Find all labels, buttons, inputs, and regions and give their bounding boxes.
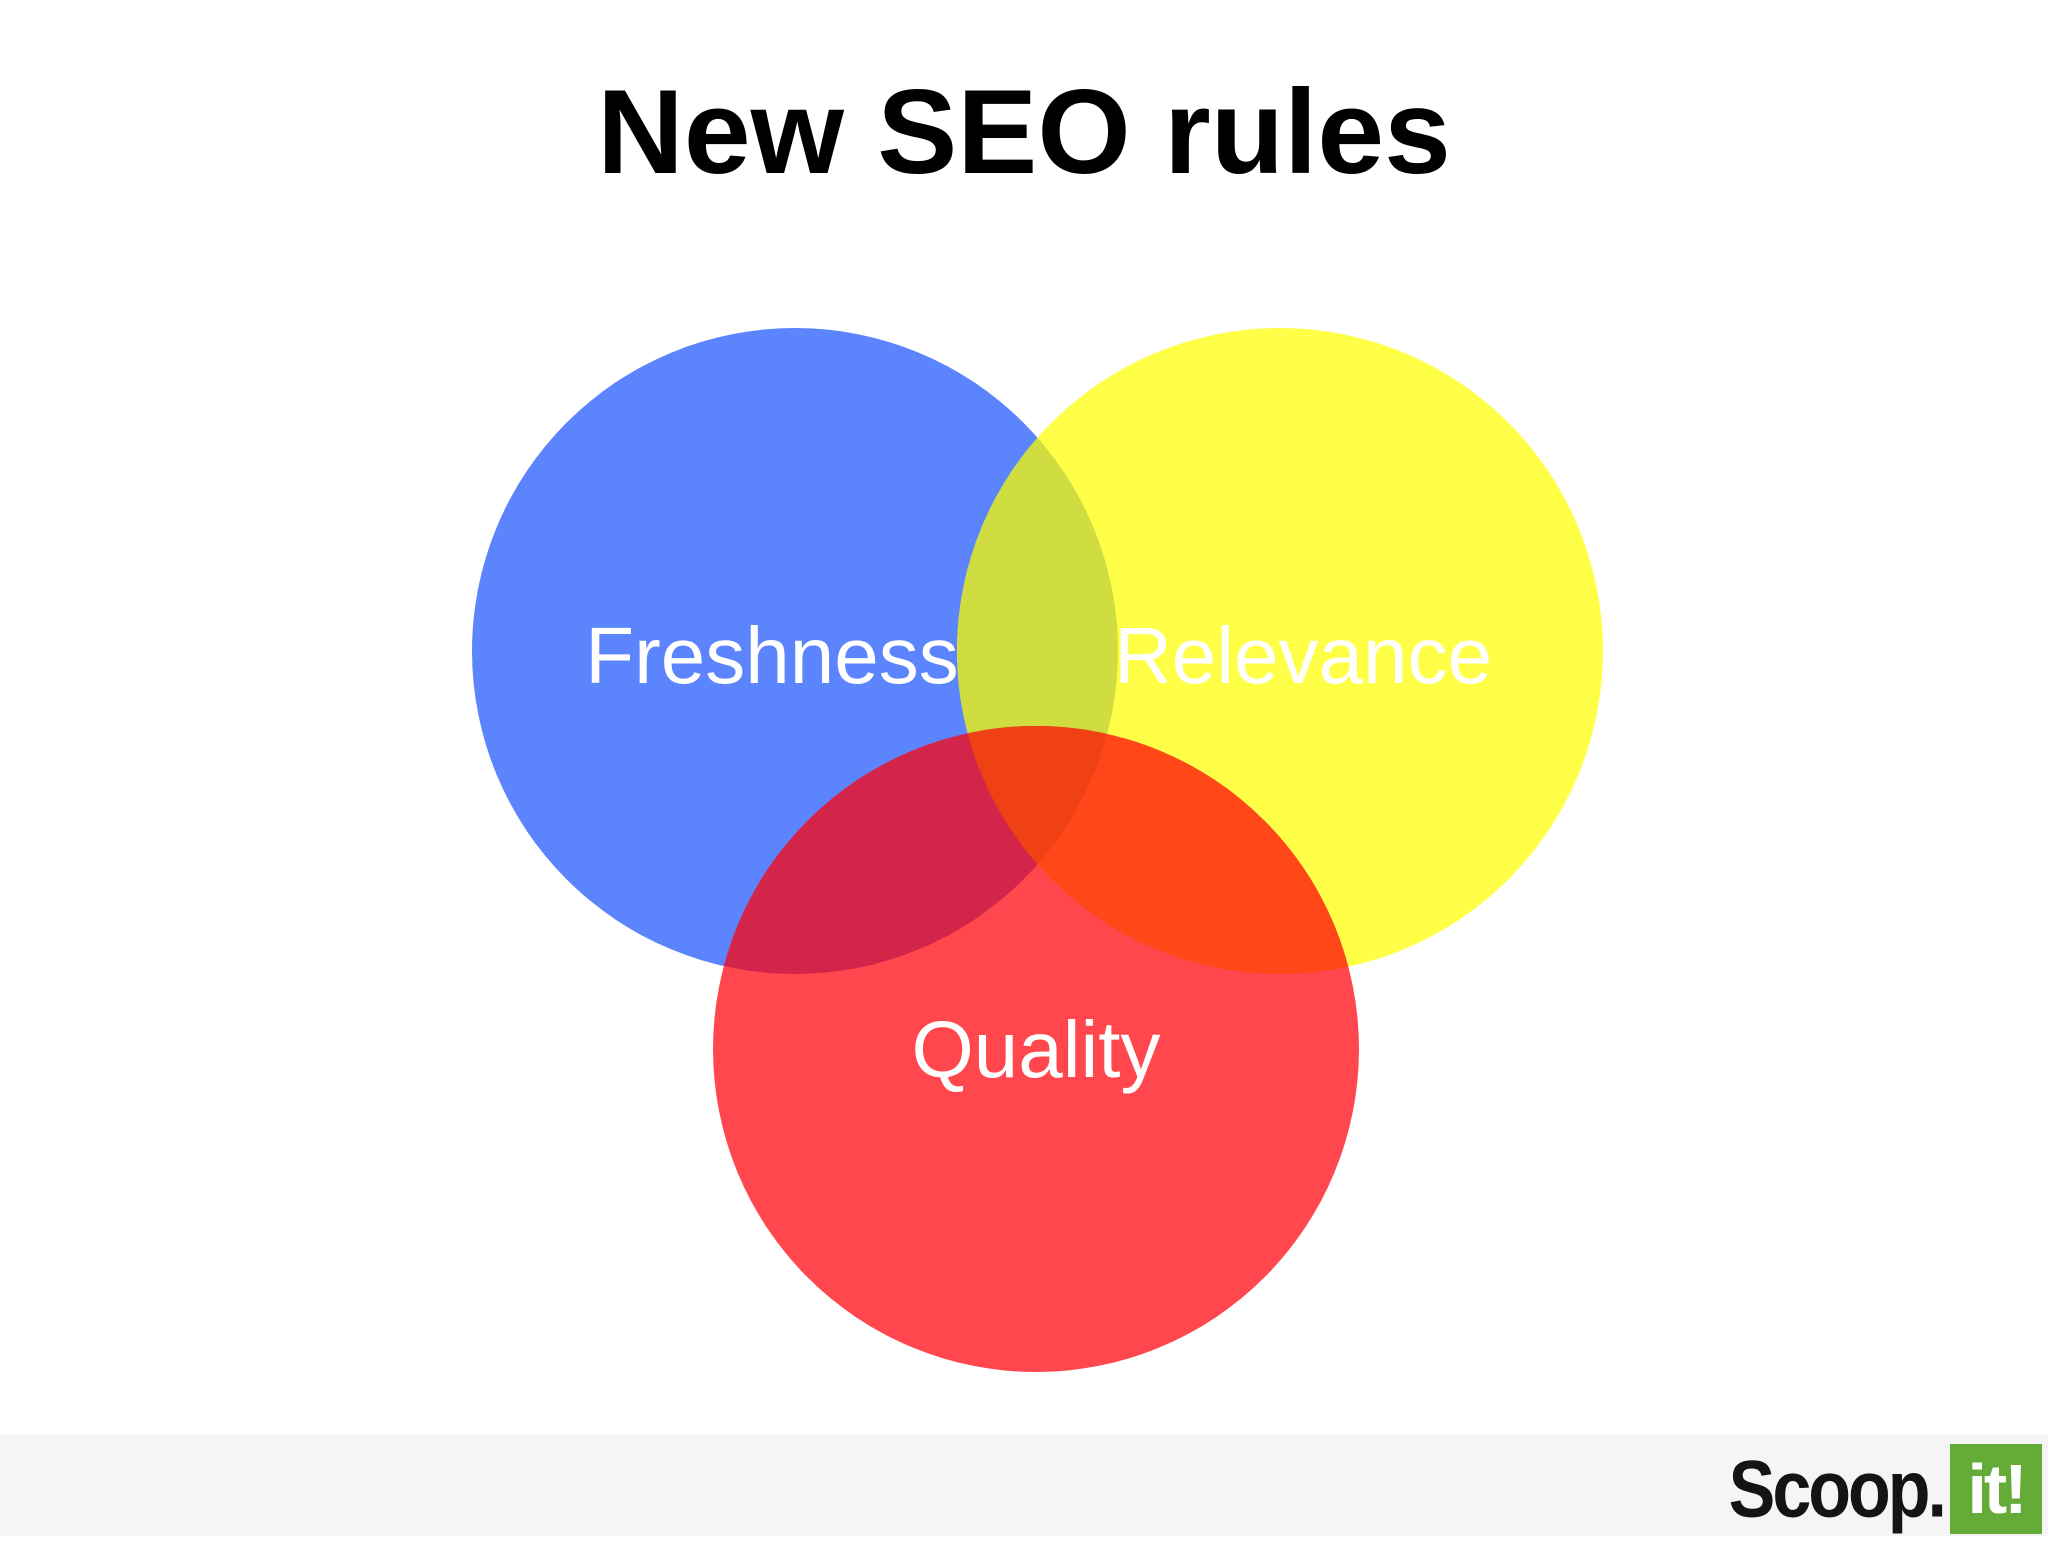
quality-label: Quality [912, 1005, 1161, 1094]
logo-badge: it! [1950, 1444, 2042, 1534]
relevance-label: Relevance [1114, 611, 1492, 700]
footer-bar [0, 1435, 2048, 1536]
freshness-label: Freshness [585, 611, 958, 700]
slide-title: New SEO rules [597, 65, 1451, 199]
venn-diagram: Freshness Relevance Quality [472, 328, 1603, 1372]
freshness-quality-overlap [713, 726, 1118, 974]
relevance-quality-overlap [957, 726, 1359, 974]
scoopit-logo: Scoop. it! [1729, 1444, 2042, 1534]
logo-wordmark: Scoop. [1728, 1444, 1947, 1534]
